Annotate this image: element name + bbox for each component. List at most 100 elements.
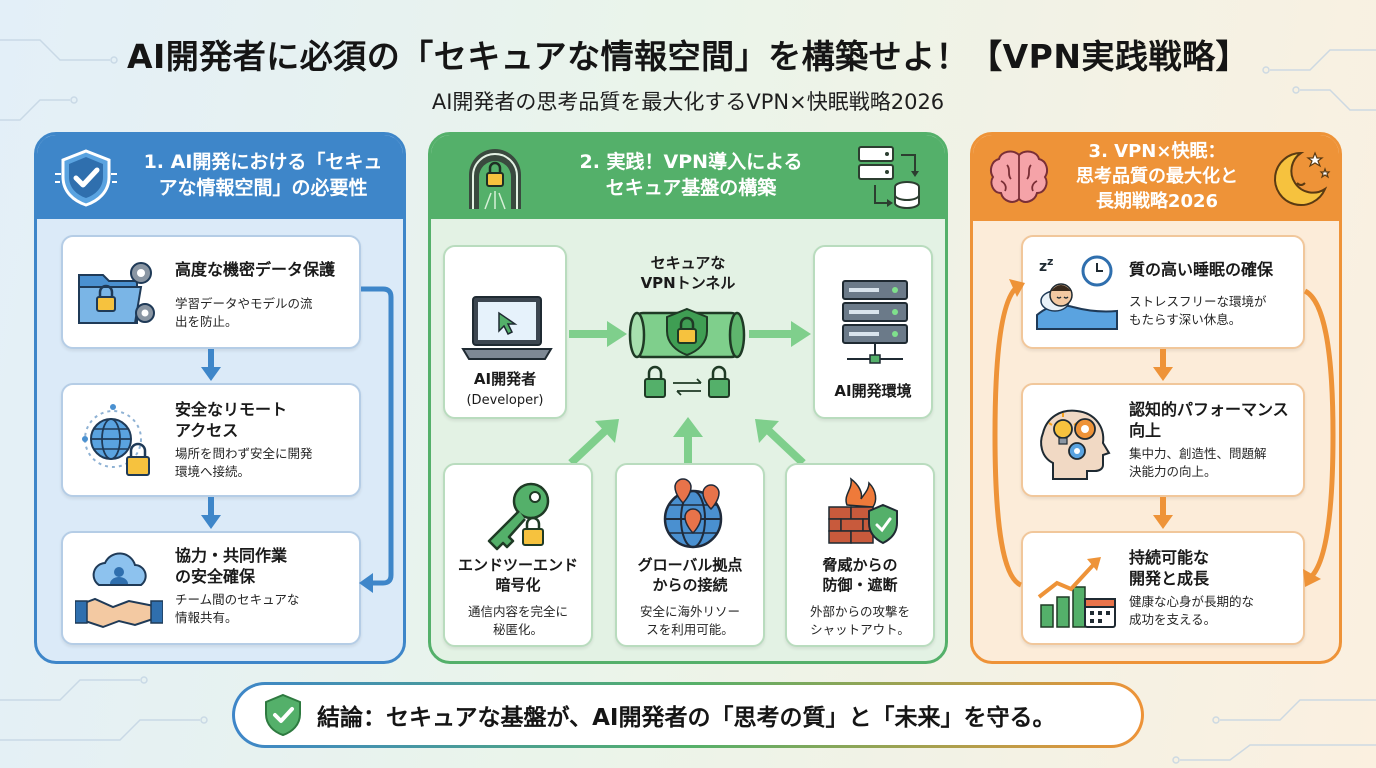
card-developer: AI開発者 (Developer) [443, 245, 567, 419]
card-title: 高度な機密データ保護 [175, 260, 336, 279]
globe-lock-icon [82, 404, 150, 476]
svg-text:z: z [1047, 255, 1053, 268]
card-quality-sleep: z z 質の高い睡眠の確保 ストレスフリーな環境が もたらす深い休息。 [1021, 235, 1305, 349]
card-title: 認知的パフォーマンス [1129, 400, 1289, 419]
card-cognitive-performance: 認知的パフォーマンス 向上 集中力、創造性、問題解 決能力の向上。 [1021, 383, 1305, 497]
card-desc-line: 成功を支える。 [1129, 612, 1217, 627]
card-title: 安全なリモート [175, 400, 288, 419]
panel-header: 3. VPN×快眠： 思考品質の最大化と 長期戦略2026 [973, 135, 1339, 221]
card-data-protection: 高度な機密データ保護 学習データやモデルの流 出を防止。 [61, 235, 361, 349]
firewall-icon [828, 477, 898, 545]
server-icon [842, 280, 908, 364]
card-title: 協力・共同作業 [175, 546, 288, 565]
panel-header: 1. AI開発における「セキュ アな情報空間」の必要性 [37, 135, 403, 219]
loop-arrow-icon [359, 286, 394, 593]
server-sync-icon [858, 146, 920, 209]
shield-check-icon [265, 693, 301, 737]
shield-check-icon [55, 149, 117, 207]
cycle-arrow-left-icon [992, 279, 1025, 588]
card-title: アクセス [175, 421, 239, 440]
card-desc-line: ストレスフリーな環境が [1129, 294, 1267, 309]
card-desc-line: 出を防止。 [175, 314, 238, 329]
panel-title-line: 1. AI開発における「セキュ [143, 151, 383, 173]
card-desc-line: スを利用可能。 [646, 622, 734, 637]
panel-title-line: セキュア基盤の構築 [605, 177, 777, 199]
card-desc-line: チーム間のセキュアな [175, 592, 300, 607]
folder-lock-gear-icon [78, 262, 155, 324]
card-desc-line: 安全に海外リソー [639, 604, 740, 619]
growth-chart-icon [1037, 557, 1116, 628]
arrow-right-icon [749, 321, 811, 347]
card-dev-environment: AI開発環境 [813, 245, 933, 419]
conclusion-banner: 結論：セキュアな基盤が、AI開発者の「思考の質」と「未来」を守る。 [232, 682, 1144, 748]
key-lock-icon [487, 482, 550, 551]
vpn-tunnel-icon [628, 307, 746, 398]
card-title: からの接続 [652, 576, 728, 594]
card-sustainable-growth: 持続可能な 開発と成長 健康な心身が長期的な 成功を支える。 [1021, 531, 1305, 645]
card-desc-line: シャットアウト。 [810, 622, 910, 637]
brain-icon [990, 150, 1048, 203]
card-desc-line: 学習データやモデルの流 [175, 296, 313, 311]
card-title: 向上 [1129, 421, 1162, 440]
card-desc-line: 情報共有。 [175, 610, 238, 625]
conclusion-text: 結論：セキュアな基盤が、AI開発者の「思考の質」と「未来」を守る。 [317, 705, 1056, 731]
flow-arrow-down-icon [1153, 497, 1173, 529]
arrow-up-icon [755, 419, 806, 466]
card-title: 暗号化 [495, 576, 541, 594]
card-desc-line: 秘匿化。 [492, 622, 543, 637]
card-desc-line: 決能力の向上。 [1129, 464, 1217, 479]
flow-arrow-down-icon [1153, 349, 1173, 381]
globe-pins-icon [663, 478, 723, 549]
tunnel-label-line: VPNトンネル [640, 274, 736, 292]
card-desc-line: 環境へ接続。 [175, 464, 251, 479]
sleep-clock-icon: z z [1036, 255, 1118, 330]
tunnel-label-line: セキュアな [650, 254, 726, 272]
card-global-access: グローバル拠点 からの接続 安全に海外リソー スを利用可能。 [615, 463, 765, 647]
environment-label: AI開発環境 [834, 382, 912, 400]
card-title: 防御・遮断 [822, 576, 898, 594]
card-title: グローバル拠点 [637, 556, 743, 574]
panel-header: 2. 実践！VPN導入による セキュア基盤の構築 [431, 135, 945, 219]
arrow-right-icon [569, 321, 627, 347]
arrow-up-icon [673, 417, 703, 465]
card-title: 持続可能な [1129, 548, 1210, 567]
arrow-up-icon [568, 419, 619, 466]
flow-arrow-down-icon [201, 497, 221, 529]
card-title: 開発と成長 [1129, 569, 1210, 588]
panel-sleep-strategy: 3. VPN×快眠： 思考品質の最大化と 長期戦略2026 z z 質 [970, 132, 1342, 664]
cycle-arrow-right-icon [1303, 288, 1336, 587]
cloud-handshake-icon [75, 552, 163, 629]
developer-sublabel: (Developer) [466, 393, 544, 408]
card-remote-access: 安全なリモート アクセス 場所を問わず安全に開発 環境へ接続。 [61, 383, 361, 497]
panel-title-line: 3. VPN×快眠： [1088, 141, 1226, 162]
card-desc-line: 場所を問わず安全に開発 [175, 446, 313, 461]
card-title: エンドツーエンド [457, 556, 578, 574]
panel-vpn-practice: 2. 実践！VPN導入による セキュア基盤の構築 AI開発者 (Develope… [428, 132, 948, 664]
card-encryption: エンドツーエンド 暗号化 通信内容を完全に 秘匿化。 [443, 463, 593, 647]
laptop-icon [461, 296, 553, 360]
card-title: の安全確保 [175, 567, 256, 586]
flow-arrow-down-icon [201, 349, 221, 381]
head-gears-icon [1040, 409, 1111, 480]
developer-label: AI開発者 [473, 370, 537, 388]
card-collaboration: 協力・共同作業 の安全確保 チーム間のセキュアな 情報共有。 [61, 531, 361, 645]
card-title: 脅威からの [822, 556, 898, 574]
svg-text:z: z [1039, 259, 1047, 275]
panel-necessity: 1. AI開発における「セキュ アな情報空間」の必要性 高度な機密データ保護 学… [34, 132, 406, 664]
card-desc-line: 通信内容を完全に [467, 604, 568, 619]
moon-stars-icon [1274, 151, 1331, 206]
tunnel-label: セキュアな VPNトンネル [613, 253, 763, 293]
card-title: 質の高い睡眠の確保 [1129, 260, 1274, 279]
card-desc-line: 健康な心身が長期的な [1129, 594, 1255, 609]
page-subtitle: AI開発者の思考品質を最大化するVPN×快眠戦略2026 [431, 90, 945, 114]
card-desc-line: もたらす深い休息。 [1129, 312, 1242, 327]
panel-title-line: アな情報空間」の必要性 [158, 177, 368, 199]
page-title: AI開発者に必須の「セキュアな情報空間」を構築せよ！【VPN実践戦略】 [126, 37, 1249, 76]
panel-title-line: 長期戦略2026 [1095, 191, 1219, 212]
panel-title-line: 2. 実践！VPN導入による [579, 151, 803, 173]
card-threat-defense: 脅威からの 防御・遮断 外部からの攻撃を シャットアウト。 [785, 463, 935, 647]
card-desc-line: 外部からの攻撃を [809, 604, 910, 619]
panel-title-line: 思考品質の最大化と [1076, 166, 1238, 187]
card-desc-line: 集中力、創造性、問題解 [1129, 446, 1267, 461]
